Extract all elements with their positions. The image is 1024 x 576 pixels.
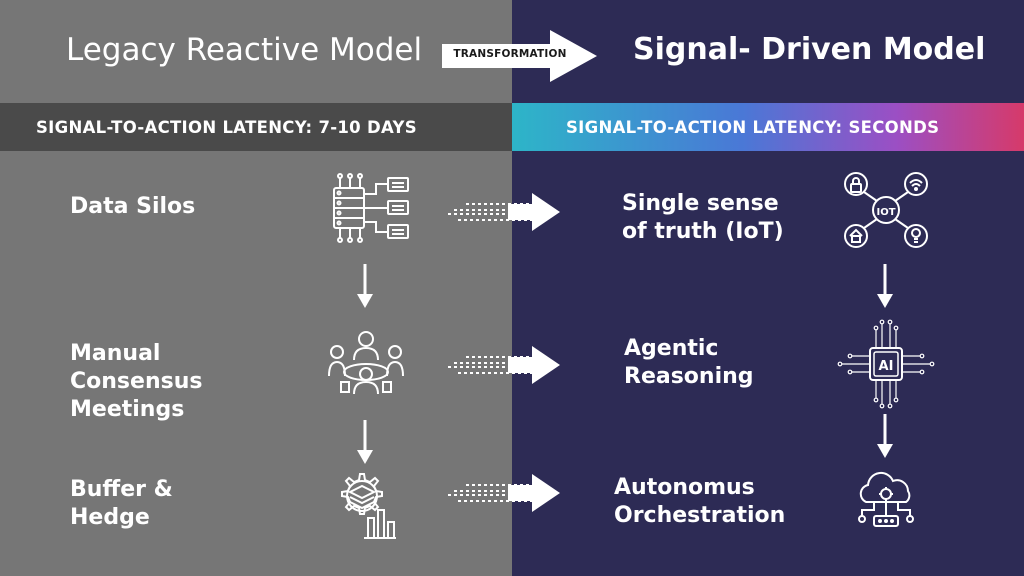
down-arrow (877, 264, 893, 308)
legacy-latency-text: SIGNAL-TO-ACTION LATENCY: 7-10 DAYS (36, 118, 417, 137)
label-line: Autonomus (614, 475, 755, 500)
step-buffer-hedge-label: Buffer & Hedge (70, 476, 173, 532)
step-agentic-reasoning-label: Agentic Reasoning (624, 335, 754, 391)
label-line: of truth (IoT) (622, 219, 784, 244)
flow-arrow (448, 474, 560, 512)
label-line: Buffer & (70, 477, 173, 502)
legacy-title: Legacy Reactive Model (66, 32, 423, 68)
label-line: Meetings (70, 397, 185, 422)
down-arrow (877, 414, 893, 458)
legacy-panel (0, 0, 512, 576)
transformation-arrow (442, 30, 597, 82)
label-line: Agentic (624, 336, 719, 361)
flow-arrow (448, 193, 560, 231)
label-line: Single sense (622, 191, 779, 216)
ai-icon-text: AI (879, 359, 894, 374)
step-single-sense-label: Single sense of truth (IoT) (622, 190, 784, 246)
iot-icon-text: IOT (876, 207, 895, 218)
signal-driven-panel (512, 0, 1024, 576)
gear-stack-icon (341, 473, 396, 539)
signal-latency-text: SIGNAL-TO-ACTION LATENCY: SECONDS (566, 118, 940, 137)
cloud-network-icon (858, 471, 914, 527)
step-data-silos-label: Data Silos (70, 193, 195, 221)
step-manual-consensus-label: Manual Consensus Meetings (70, 340, 202, 424)
label-line: Reasoning (624, 364, 754, 389)
signal-latency-band (512, 103, 1024, 151)
down-arrow (357, 420, 373, 464)
flow-arrow (448, 346, 560, 384)
label-line: Data Silos (70, 194, 196, 219)
step-autonomous-orchestration-label: Autonomus Orchestration (614, 474, 785, 530)
label-line: Hedge (70, 505, 150, 530)
signal-driven-title: Signal- Driven Model (633, 32, 986, 67)
label-line: Consensus (70, 369, 203, 394)
transformation-label: TRANSFORMATION (453, 48, 567, 60)
label-line: Orchestration (614, 503, 786, 528)
ai-chip-icon: AI (837, 319, 935, 409)
legacy-latency-band (0, 103, 512, 151)
label-line: Manual (70, 341, 161, 366)
data-silos-icon (333, 173, 409, 243)
meeting-icon (328, 331, 404, 395)
iot-network-icon: IOT (844, 172, 928, 248)
down-arrow (357, 264, 373, 308)
